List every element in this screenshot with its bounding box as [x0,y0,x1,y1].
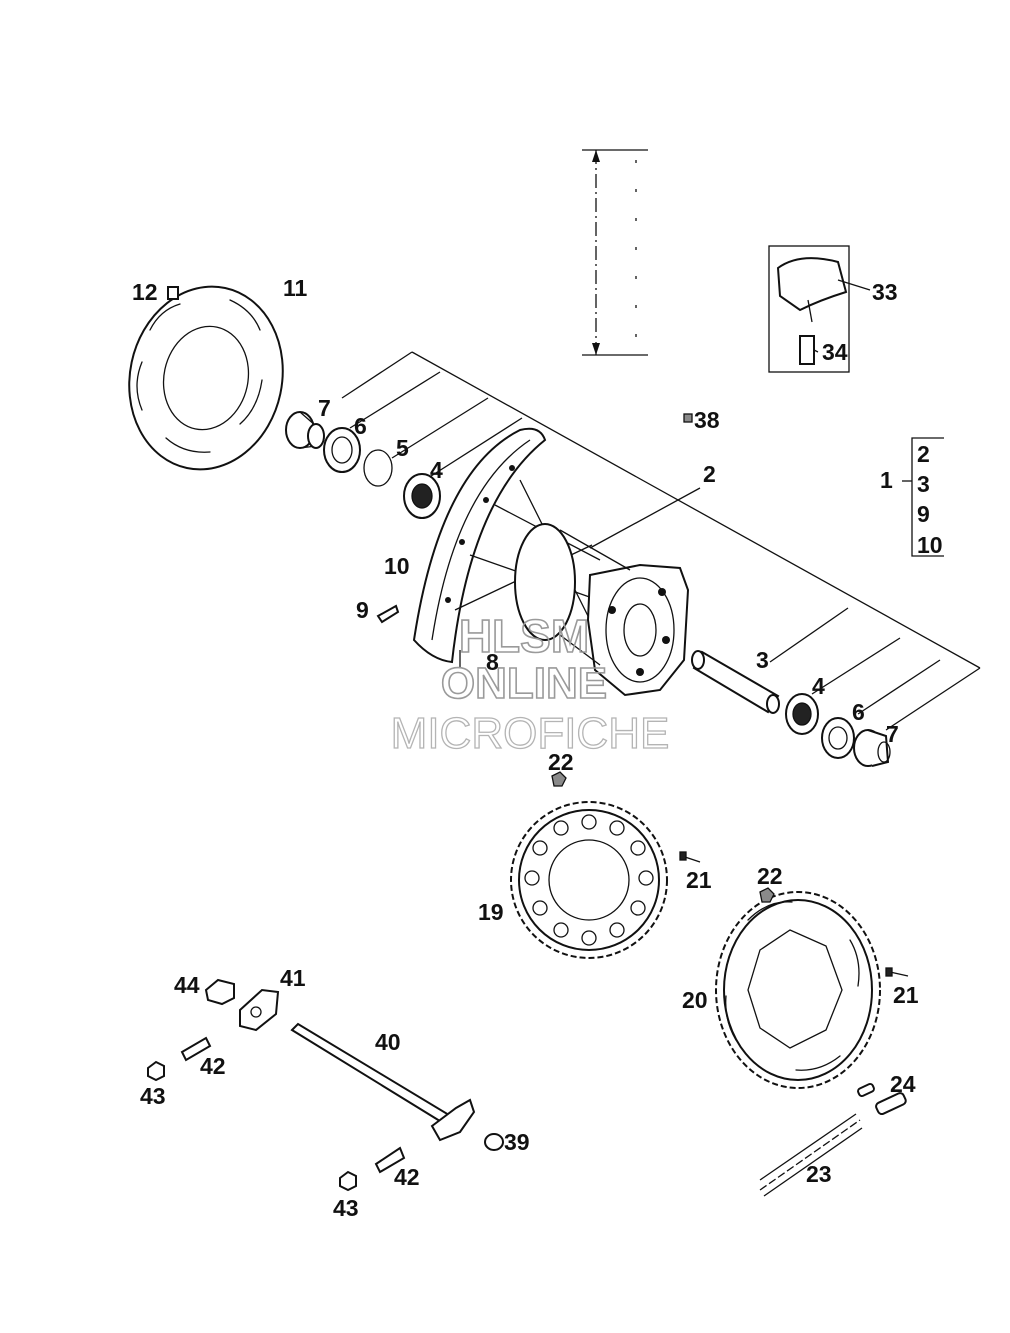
callout-40: 40 [375,1029,401,1055]
sprocket-bolt-a [679,851,701,863]
callout-44: 44 [174,972,200,998]
group-bracket [902,437,944,557]
callout-42: 42 [394,1164,420,1190]
rear-axle [290,1022,476,1142]
callout-11: 11 [283,275,308,301]
master-link [857,1082,907,1116]
callout-4: 4 [430,457,443,483]
callout-6: 6 [852,699,865,725]
sprocket-nut-a [551,771,567,787]
callout-4: 4 [812,673,825,699]
circlip [363,449,393,487]
callout-41: 41 [280,965,306,991]
assembly-guide-lines [341,351,981,731]
callout-43: 43 [140,1083,166,1109]
callout-24: 24 [890,1071,916,1097]
callout-21: 21 [893,982,919,1008]
rear-sprocket-19 [510,801,668,959]
group-item-2: 2 [917,441,930,467]
callout-42: 42 [200,1053,226,1079]
tire-valve [376,604,400,624]
adjuster-bolt-b [374,1146,406,1174]
callout-23: 23 [806,1161,832,1187]
group-item-9: 9 [917,501,930,527]
watermark: HLSM ONLINE MICROFICHE [390,609,670,758]
group-item-10: 10 [917,532,943,558]
dimension-line [582,149,648,356]
axle-spacer-tube [691,650,780,714]
brake-disc [128,285,284,471]
adjuster-bolt-a [180,1036,212,1062]
watermark-line-3: MICROFICHE [391,709,670,758]
callout-3: 3 [756,647,769,673]
rim-lock-detail-box [768,245,871,373]
wheel-bearing-left [403,473,441,519]
small-part-38 [683,413,693,423]
sprocket-nut-b [759,887,775,903]
watermark-line-2: ONLINE [441,659,607,708]
callout-33: 33 [872,279,898,305]
adjuster-nut-a [147,1060,165,1082]
callout-5: 5 [396,435,409,461]
callout-19: 19 [478,899,504,925]
sprocket-bolt-b [885,967,909,977]
spacer-right [853,729,891,767]
shaft-seal-right [821,717,855,759]
spacer-left [285,411,325,449]
wheel-bearing-right [785,693,819,735]
callout-9: 9 [356,597,369,623]
rim [412,427,547,664]
callout-10: 10 [384,553,410,579]
rear-sprocket-20 [715,891,881,1089]
callout-7: 7 [318,395,331,421]
callout-6: 6 [354,413,367,439]
shaft-seal-left [323,427,361,473]
callout-22: 22 [548,749,574,775]
callout-12: 12 [132,279,158,305]
axle-nut [204,978,235,1006]
callout-43: 43 [333,1195,359,1221]
drive-chain [759,1113,863,1197]
group-item-3: 3 [917,471,930,497]
callout-22: 22 [757,863,783,889]
wheel-hub [514,523,690,697]
callout-21: 21 [686,867,712,893]
watermark-line-1: HLSM [459,610,589,662]
disc-bolt [167,286,179,300]
axle-cap [484,1133,504,1151]
callout-7: 7 [886,721,899,747]
callout-34: 34 [822,339,848,365]
callout-2: 2 [703,461,716,487]
callout-39: 39 [504,1129,530,1155]
callout-8: 8 [486,649,499,675]
callout-38: 38 [694,407,720,433]
callouts: 12 11 7 6 5 4 10 9 8 2 3 4 6 7 38 33 34 … [132,275,943,1221]
chain-adjuster [239,988,280,1032]
callout-1: 1 [880,467,893,493]
callout-20: 20 [682,987,708,1013]
adjuster-nut-b [339,1170,357,1192]
